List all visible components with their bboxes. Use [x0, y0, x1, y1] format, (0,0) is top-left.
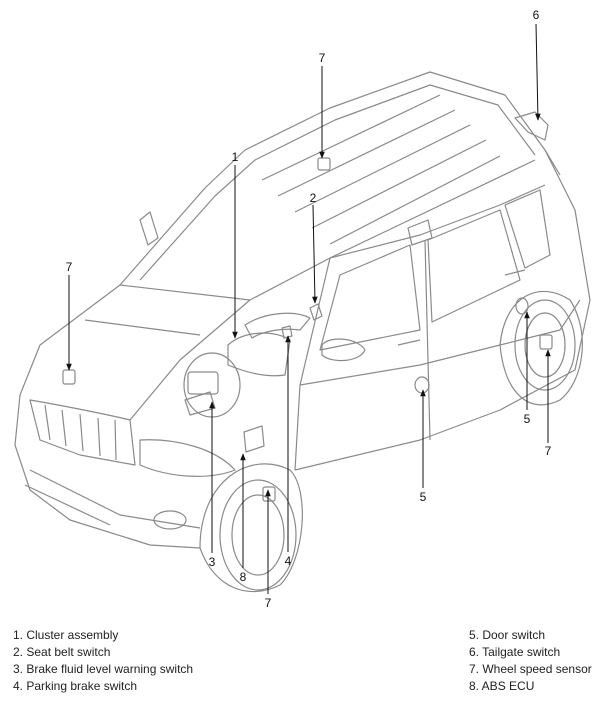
- callout-1: 1: [232, 150, 239, 164]
- legend-right: 5. Door switch 6. Tailgate switch 7. Whe…: [469, 627, 592, 695]
- legend-item-4: 4. Parking brake switch: [13, 679, 138, 693]
- callout-6: 6: [533, 8, 540, 22]
- vehicle-component-location-diagram: 1 2 3 4 5 5 6 7 7 7 7 8: [14, 8, 591, 610]
- callout-5-door: 5: [420, 490, 427, 504]
- callout-5-rear: 5: [524, 412, 531, 426]
- legend-left: 1. Cluster assembly 2. Seat belt switch …: [13, 627, 193, 695]
- callout-2: 2: [310, 191, 317, 205]
- legend-item-2: 2. Seat belt switch: [13, 645, 111, 659]
- legend-item-5: 5. Door switch: [469, 628, 546, 642]
- callout-7-roof: 7: [319, 51, 326, 65]
- legend-item-7: 7. Wheel speed sensor: [469, 662, 592, 676]
- callout-7-front-wheel: 7: [265, 596, 272, 610]
- legend-item-1: 1. Cluster assembly: [13, 628, 119, 642]
- callout-7-front-left: 7: [66, 260, 73, 274]
- callout-3: 3: [209, 555, 216, 569]
- leader-lines: [66, 23, 551, 594]
- legend-item-8: 8. ABS ECU: [469, 679, 535, 693]
- vehicle-outline: [14, 71, 591, 593]
- legend-item-3: 3. Brake fluid level warning switch: [13, 662, 194, 676]
- legend-item-6: 6. Tailgate switch: [469, 645, 561, 659]
- callout-4: 4: [285, 554, 292, 568]
- callout-8: 8: [240, 570, 247, 584]
- callout-7-rear-wheel: 7: [545, 444, 552, 458]
